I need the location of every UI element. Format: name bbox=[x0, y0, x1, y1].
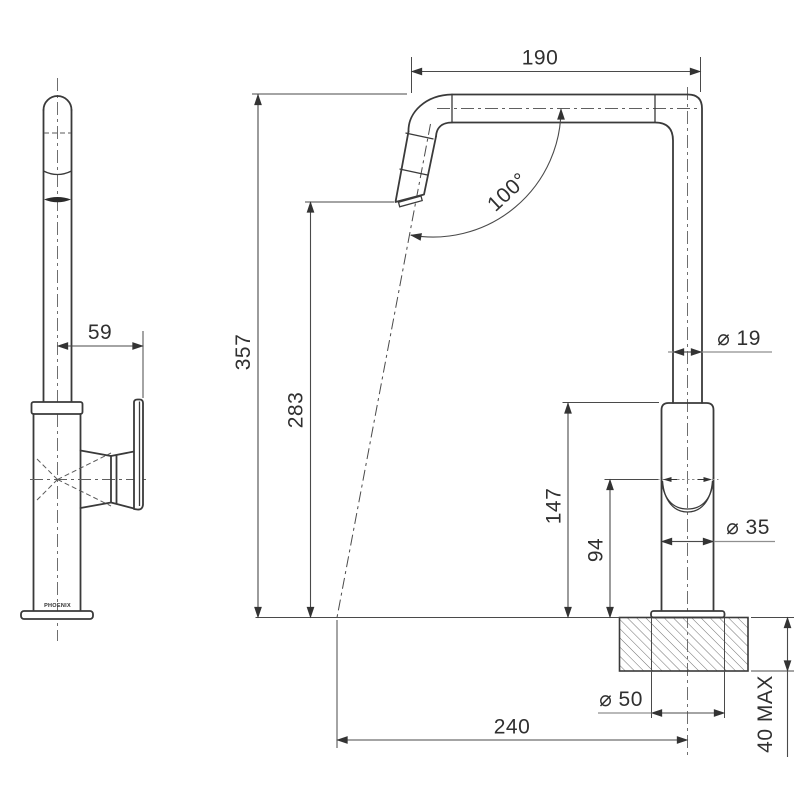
spout-outlet-edge-line bbox=[43, 170, 72, 176]
dim-bench-thickness: 40 MAX bbox=[751, 616, 794, 757]
handle-lever bbox=[133, 398, 144, 511]
dim-283-label: 283 bbox=[285, 392, 308, 429]
spout-bend-outer bbox=[407, 93, 453, 133]
front-view: 190 100° 357 283 ⌀ 19 147 bbox=[232, 47, 794, 757]
spout-bend-inner bbox=[435, 121, 453, 138]
side-outlet-cone bbox=[79, 449, 112, 509]
pipe-outer-edge bbox=[451, 93, 703, 404]
dim-pipe-diameter: ⌀ 19 bbox=[668, 327, 772, 356]
dim-spout-angle: 100° bbox=[409, 108, 565, 241]
base-plate-side bbox=[20, 610, 94, 620]
dim-handle-offset: 59 bbox=[56, 321, 144, 398]
dim-100-label: 100° bbox=[483, 168, 532, 216]
side-view: PHOENIX 59 bbox=[20, 78, 150, 641]
dim-40-label: 40 MAX bbox=[754, 675, 777, 753]
spout-dome-cap bbox=[42, 95, 73, 111]
spout-tube-front bbox=[394, 130, 437, 203]
brand-text: PHOENIX bbox=[44, 603, 71, 609]
pipe-inner-edge bbox=[451, 121, 674, 404]
cartridge-dome-inner bbox=[661, 480, 714, 513]
body-sides bbox=[32, 413, 82, 612]
mixer-body bbox=[660, 402, 715, 612]
dim-147-label: 147 bbox=[543, 488, 566, 525]
dim-base-diameter: ⌀ 50 bbox=[598, 688, 726, 717]
dim-indicator-height: 94 bbox=[585, 478, 658, 619]
base-extension-lines bbox=[651, 617, 725, 718]
handle-ferrule bbox=[110, 450, 135, 510]
dim-19-label: ⌀ 19 bbox=[717, 327, 761, 350]
body-flange bbox=[30, 401, 84, 415]
dim-50-label: ⌀ 50 bbox=[599, 688, 643, 711]
dim-outlet-height: 283 bbox=[285, 201, 394, 619]
dim-357-label: 357 bbox=[232, 334, 255, 371]
dim-240-label: 240 bbox=[494, 716, 531, 739]
dim-spout-pipe-length: 190 bbox=[410, 47, 702, 93]
aerator-lens bbox=[44, 197, 71, 203]
dim-overall-reach: 240 bbox=[336, 620, 689, 748]
dim-body-height: 147 bbox=[543, 402, 659, 619]
angle-arc bbox=[409, 108, 565, 241]
dim-overall-height: 357 bbox=[232, 93, 407, 619]
dim-190-label: 190 bbox=[522, 47, 559, 70]
dim-35-label: ⌀ 35 bbox=[726, 516, 770, 539]
base-plate-front bbox=[650, 610, 726, 619]
dim-body-diameter: ⌀ 35 bbox=[660, 516, 775, 546]
dim-94-label: 94 bbox=[585, 538, 608, 562]
bench-section bbox=[618, 616, 749, 672]
dim-59-label: 59 bbox=[88, 321, 112, 344]
